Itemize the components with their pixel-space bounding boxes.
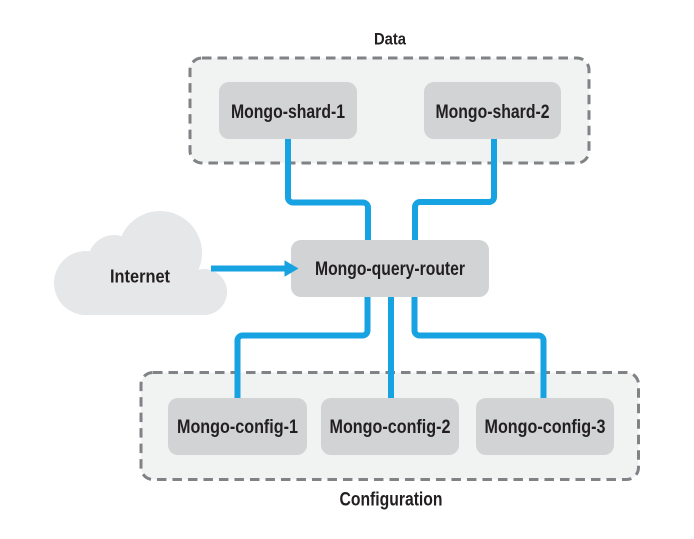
- svg-text:Mongo-config-3: Mongo-config-3: [485, 416, 606, 438]
- svg-text:Mongo-shard-2: Mongo-shard-2: [436, 101, 550, 123]
- svg-text:Data: Data: [374, 30, 407, 48]
- svg-text:Mongo-config-1: Mongo-config-1: [177, 416, 298, 438]
- svg-text:Mongo-query-router: Mongo-query-router: [315, 258, 465, 280]
- svg-text:Configuration: Configuration: [340, 489, 443, 510]
- svg-text:Mongo-config-2: Mongo-config-2: [330, 416, 451, 438]
- svg-text:Internet: Internet: [110, 265, 170, 286]
- svg-text:Mongo-shard-1: Mongo-shard-1: [231, 101, 345, 123]
